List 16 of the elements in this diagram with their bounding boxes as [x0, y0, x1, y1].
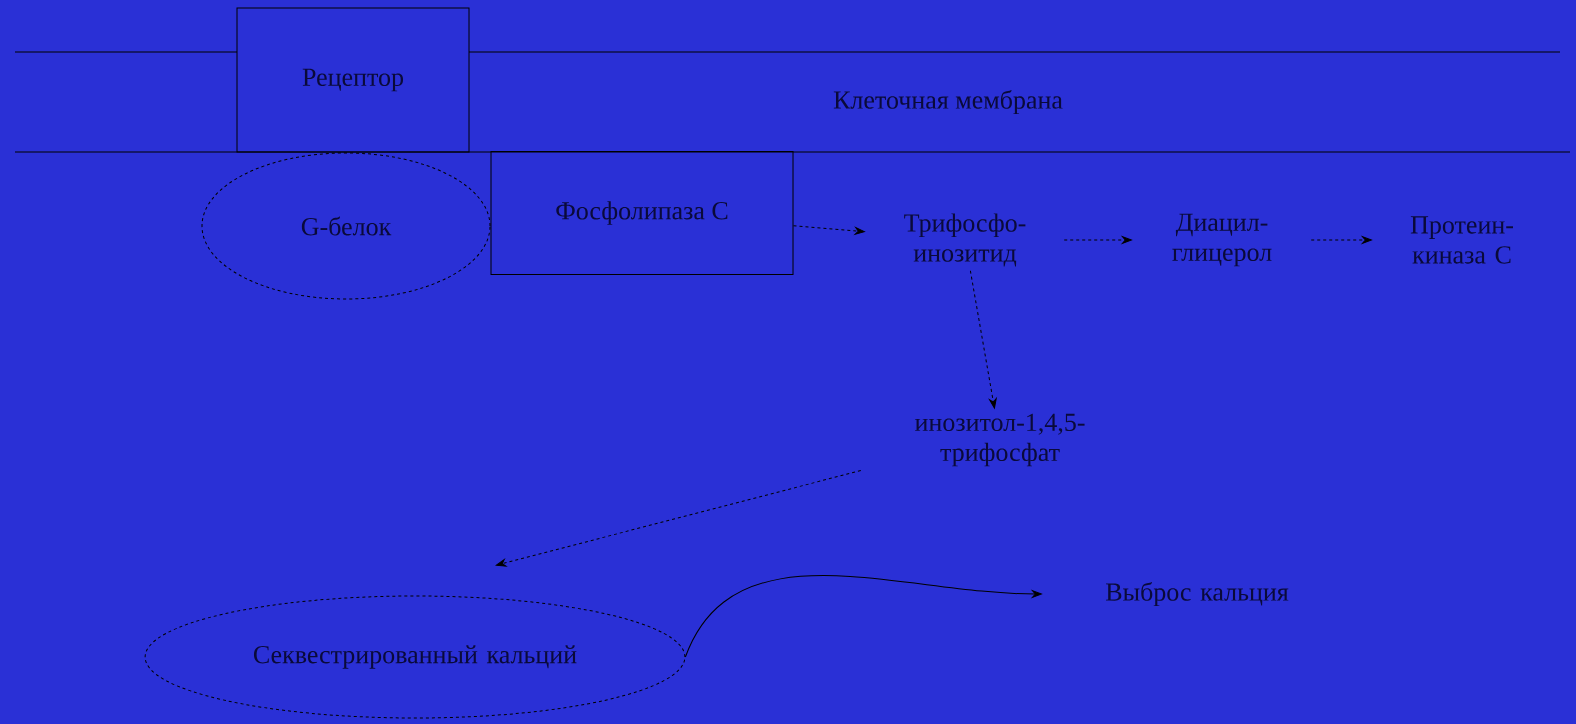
pathway-label: Выброс кальция [1106, 581, 1289, 607]
arrow [969, 270, 997, 409]
membrane-label: Клеточная мембрана [833, 89, 1063, 115]
ellipse-node: Секвестрированный кальций [144, 595, 686, 719]
pathway-label: инозитол-1,4,5- трифосфат [915, 413, 1085, 467]
arrow [495, 470, 862, 567]
pathway-label: Трифосфо- инозитид [904, 213, 1026, 267]
pathway-label: Диацил- глицерол [1172, 213, 1272, 267]
arrow [684, 575, 1042, 658]
arrow [1310, 236, 1372, 244]
process-box: Фосфолипаза С [490, 151, 794, 275]
arrow [793, 225, 865, 235]
arrow [1063, 236, 1132, 244]
receptor-box: Рецептор [236, 7, 470, 153]
ellipse-node: G-белок [201, 152, 491, 300]
pathway-label: Протеин- киназа С [1410, 216, 1513, 264]
